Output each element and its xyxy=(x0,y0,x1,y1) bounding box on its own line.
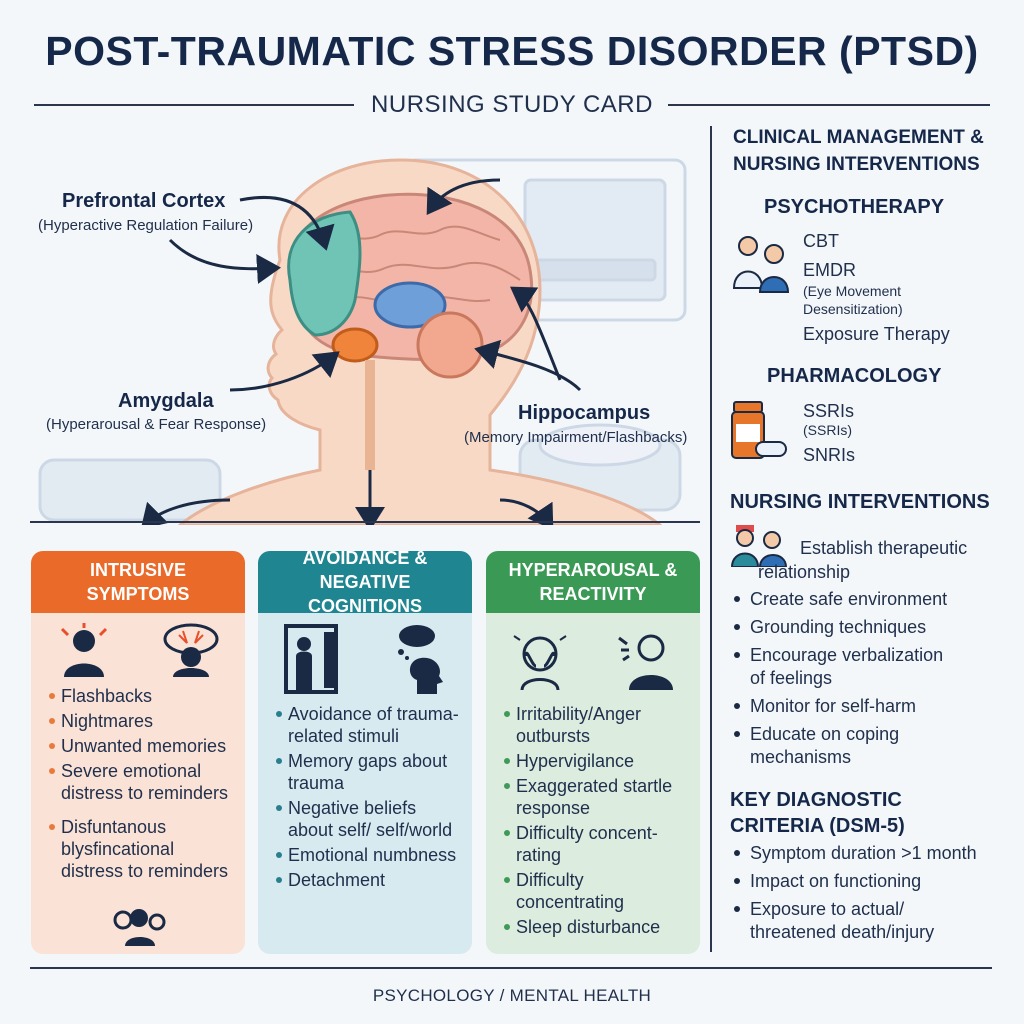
list-item: Educate on coping mechanisms xyxy=(732,723,940,769)
emdr-note: (Eye Movement Desensitization) xyxy=(803,283,903,317)
nursing-interventions-title: NURSING INTERVENTIONS xyxy=(730,491,990,513)
anxious-face-icon xyxy=(512,635,567,690)
avoidance-icons xyxy=(258,613,472,703)
list-item: Hypervigilance xyxy=(504,750,690,772)
hyperarousal-card: HYPERAROUSAL & REACTIVITY Irritability/A… xyxy=(486,551,700,954)
list-item: Exaggerated startle response xyxy=(504,775,690,819)
cerebellum xyxy=(416,311,484,379)
list-item: Create safe environment xyxy=(732,588,1012,611)
amygdala-region xyxy=(331,327,379,363)
nursing-first-item: Establish therapeutic relationship xyxy=(758,538,968,582)
page-subtitle: NURSING STUDY CARD xyxy=(371,91,653,118)
pill-bottle-icon xyxy=(731,401,787,459)
list-item: Difficulty concentrating xyxy=(504,869,690,913)
startled-person-icon xyxy=(617,634,673,690)
list-item: Memory gaps about trauma xyxy=(276,750,462,794)
hippocampus-label: Hippocampus xyxy=(518,402,651,424)
list-item: Negative beliefs about self/ self/world xyxy=(276,797,462,841)
list-item: Disfuntanous blysfincational distress to… xyxy=(49,816,235,882)
list-item: Nightmares xyxy=(49,710,235,732)
brain-illustration xyxy=(38,158,687,525)
ssri-item: SSRIs xyxy=(803,401,855,421)
list-item: Irritability/Anger outbursts xyxy=(504,703,690,747)
stressed-person-icon xyxy=(60,623,107,677)
footer-label: PSYCHOLOGY / MENTAL HEALTH xyxy=(372,986,652,1005)
amygdala-label: Amygdala xyxy=(118,390,214,412)
list-item: Emotional numbness xyxy=(276,844,462,866)
psychotherapy-title: PSYCHOTHERAPY xyxy=(764,196,945,218)
ssri-note: (SSRIs) xyxy=(803,422,852,438)
thought-bubble-icon xyxy=(397,625,443,694)
nurse-team-icon xyxy=(730,525,788,567)
diagnostic-criteria-title: KEY DIAGNOSTIC CRITERIA (DSM-5) xyxy=(730,789,905,837)
section-divider xyxy=(30,521,700,523)
head-clutch-icon xyxy=(163,623,218,677)
title-divider-left xyxy=(34,104,354,106)
exposure-therapy-item: Exposure Therapy xyxy=(803,324,950,344)
emdr-item: EMDR xyxy=(803,260,856,280)
intrusive-symptoms-card: INTRUSIVE SYMPTOMS Flashbacks Nightmares… xyxy=(31,551,245,954)
intrusive-symptoms-header: INTRUSIVE SYMPTOMS xyxy=(31,551,245,613)
nursing-list: Create safe environment Grounding techni… xyxy=(732,588,1012,774)
right-panel-heading: CLINICAL MANAGEMENT & NURSING INTERVENTI… xyxy=(733,127,984,175)
footer-divider xyxy=(30,967,992,969)
list-item: Detachment xyxy=(276,869,462,891)
list-item: Avoidance of trauma-related stimuli xyxy=(276,703,462,747)
list-item: Sleep disturbance xyxy=(504,916,690,938)
list-item: Exposure to actual/ threatened death/inj… xyxy=(732,898,970,944)
pharmacology-title: PHARMACOLOGY xyxy=(767,365,942,387)
avoidance-card: AVOIDANCE & NEGATIVE COGNITIONS Avoidanc… xyxy=(258,551,472,954)
cbt-item: CBT xyxy=(803,231,839,251)
hyperarousal-icons xyxy=(486,613,700,703)
page-title: POST-TRAUMATIC STRESS DISORDER (PTSD) xyxy=(45,28,979,74)
list-item: Symptom duration >1 month xyxy=(732,842,1012,865)
door-avoidance-icon xyxy=(283,624,338,694)
list-item: Encourage verbalization of feelings xyxy=(732,644,950,690)
list-item: Impact on functioning xyxy=(732,870,1012,893)
list-item: Severe emotional distress to reminders xyxy=(49,760,235,804)
list-item: Flashbacks xyxy=(49,685,235,707)
title-divider-right xyxy=(668,104,990,106)
hippocampus-region xyxy=(373,281,447,329)
list-item: Difficulty concent-rating xyxy=(504,822,690,866)
hyperarousal-header: HYPERAROUSAL & REACTIVITY xyxy=(486,551,700,613)
list-item: Unwanted memories xyxy=(49,735,235,757)
diagnostic-list: Symptom duration >1 month Impact on func… xyxy=(732,842,1012,949)
right-panel-divider xyxy=(710,126,712,952)
hippocampus-note: (Memory Impairment/Flashbacks) xyxy=(464,429,688,446)
intrusive-icons xyxy=(31,613,245,685)
prefrontal-cortex-note: (Hyperactive Regulation Failure) xyxy=(38,217,254,234)
snri-item: SNRIs xyxy=(803,445,856,465)
list-item: Monitor for self-harm xyxy=(732,695,1012,718)
avoidance-header: AVOIDANCE & NEGATIVE COGNITIONS xyxy=(258,551,472,616)
group-people-icon xyxy=(113,909,166,946)
amygdala-note: (Hyperarousal & Fear Response) xyxy=(46,416,267,433)
nurse-doctor-icon xyxy=(732,236,790,293)
list-item: Grounding techniques xyxy=(732,616,1012,639)
prefrontal-cortex-label: Prefrontal Cortex xyxy=(62,190,226,212)
